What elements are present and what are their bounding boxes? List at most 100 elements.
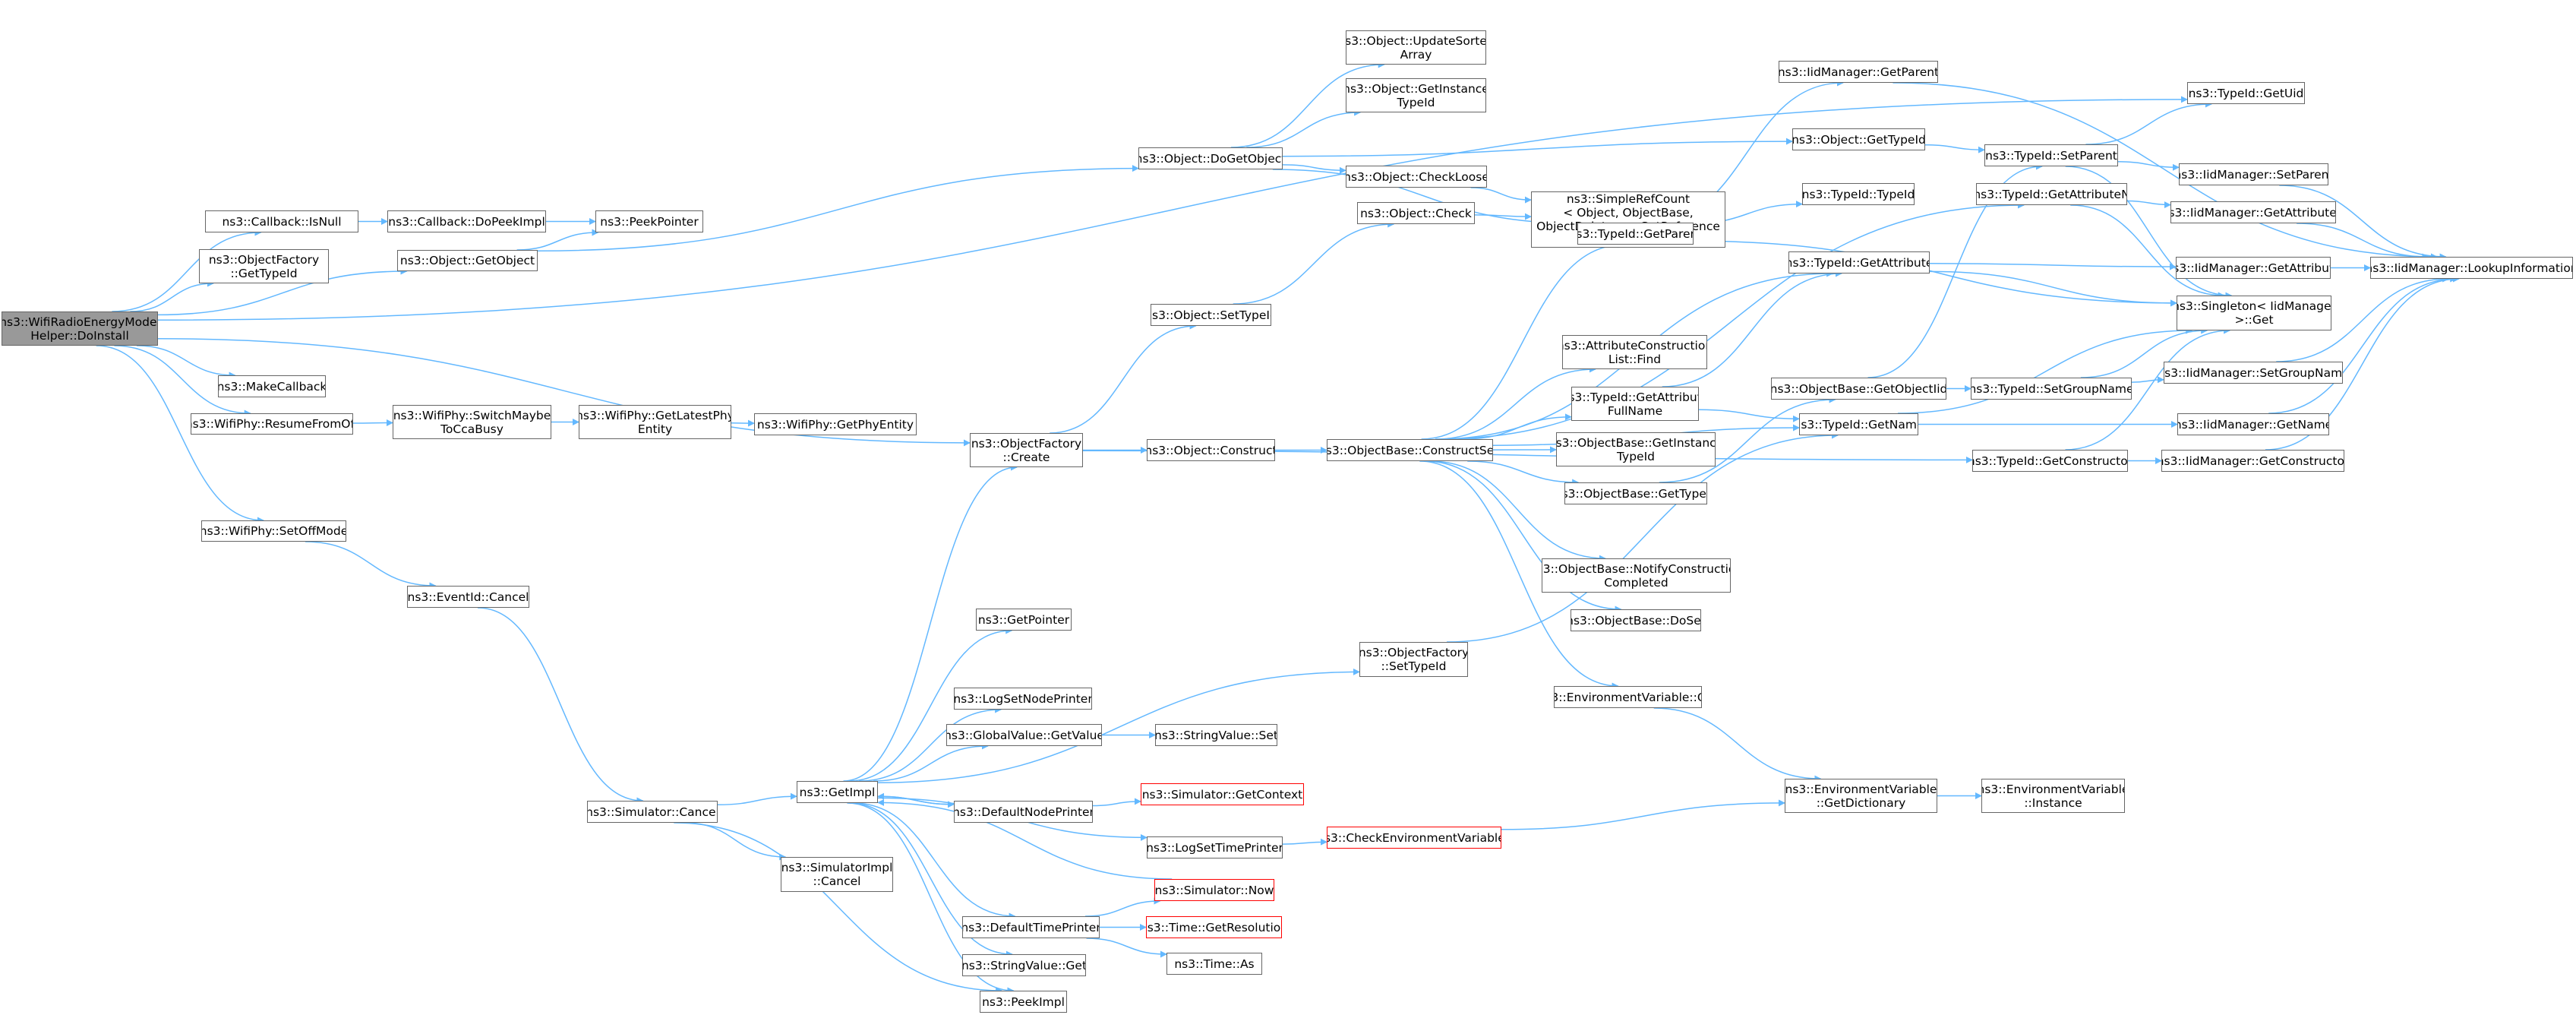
function-node-resumefromoff[interactable]: ns3::WifiPhy::ResumeFromOff — [191, 413, 353, 435]
function-node-ob-getobjectiid[interactable]: ns3::ObjectBase::GetObjectIid — [1771, 378, 1946, 400]
function-node-tid-getattributen[interactable]: ns3::TypeId::GetAttributeN — [1976, 183, 2127, 205]
function-node-stringvalue-get[interactable]: ns3::StringValue::Get — [962, 954, 1086, 976]
call-edge-ob_getobjectiid-to-tid_setparent — [1867, 163, 2043, 378]
function-node-eventid-cancel[interactable]: ns3::EventId::Cancel — [407, 586, 529, 608]
call-edge-constructself-to-ob_doset — [1424, 460, 1622, 613]
function-node-label: ns3::IidManager::GetAttributeN — [2170, 205, 2336, 220]
call-edge-defaultnodeprinter-to-sim_getcontext — [1092, 798, 1141, 807]
function-node-iid-setparent[interactable]: ns3::IidManager::SetParent — [2179, 163, 2328, 185]
function-node-makecallback[interactable]: ns3::MakeCallback — [218, 375, 326, 397]
function-node-label: ::GetDictionary — [1816, 795, 1906, 810]
function-node-iid-getattributen[interactable]: ns3::IidManager::GetAttributeN — [2170, 201, 2336, 223]
function-node-dopeekimpl[interactable]: ns3::Callback::DoPeekImpl — [387, 210, 546, 232]
call-edge-iid_setparent-to-iid_lookup — [2279, 185, 2447, 261]
function-node-peekimpl[interactable]: ns3::PeekImpl — [980, 991, 1067, 1013]
function-node-simimpl-cancel[interactable]: ns3::SimulatorImpl::Cancel — [781, 857, 893, 892]
call-edge-constructself-to-tid_getattributen — [1437, 201, 2025, 440]
function-node-label: ns3::Object::Check — [1360, 206, 1472, 220]
function-node-envvar-get[interactable]: ns3::EnvironmentVariable::Get — [1554, 686, 1702, 708]
function-node-iid-getattribute[interactable]: ns3::IidManager::GetAttribute — [2176, 257, 2331, 279]
function-node-logsettimeprinter[interactable]: ns3::LogSetTimePrinter — [1147, 836, 1283, 858]
call-edge-resumefromoff-to-switchmaybe — [352, 419, 393, 427]
call-edge-tid_getattributen-to-iid_getattributen — [2126, 200, 2171, 209]
function-node-sim-cancel[interactable]: ns3::Simulator::Cancel — [587, 801, 718, 823]
function-node-label: ns3::TypeId::SetParent — [1985, 148, 2117, 163]
function-node-ob-doset[interactable]: ns3::ObjectBase::DoSet — [1571, 609, 1701, 631]
function-node-tid-setgroupname[interactable]: ns3::TypeId::SetGroupName — [1971, 378, 2132, 400]
function-node-tid-getuid[interactable]: ns3::TypeId::GetUid — [2187, 82, 2305, 104]
function-node-getpointer[interactable]: ns3::GetPointer — [976, 609, 1072, 631]
function-node-sim-getcontext[interactable]: ns3::Simulator::GetContext — [1141, 783, 1304, 805]
call-edge-constructself-to-tid_getparent — [1421, 241, 1625, 440]
function-node-of-settypeid[interactable]: ns3::ObjectFactory::SetTypeId — [1359, 642, 1468, 677]
function-node-tid-getconstructor[interactable]: ns3::TypeId::GetConstructor — [1972, 450, 2128, 472]
call-edge-obj_getobject-to-peekpointer — [516, 229, 599, 251]
call-edge-constructself-to-ob_gettypeid — [1467, 460, 1580, 486]
call-edge-iid_getname-to-iid_lookup — [2268, 275, 2458, 414]
function-node-envvar-instance[interactable]: ns3::EnvironmentVariable::Instance — [1981, 779, 2125, 813]
function-node-iid-getparent[interactable]: ns3::IidManager::GetParent — [1779, 61, 1938, 83]
function-node-label: ns3::IidManager::SetParent — [2179, 167, 2328, 182]
call-edge-getimpl-to-peekimpl — [847, 802, 1015, 994]
function-node-ob-notify[interactable]: ns3::ObjectBase::NotifyConstructionCompl… — [1542, 558, 1731, 593]
function-node-of-gettypeid[interactable]: ns3::ObjectFactory::GetTypeId — [199, 249, 329, 283]
function-node-sim-now[interactable]: ns3::Simulator::Now — [1154, 879, 1274, 901]
function-node-label: ns3::Simulator::Cancel — [587, 805, 718, 819]
function-node-peekpointer[interactable]: ns3::PeekPointer — [595, 210, 703, 232]
function-node-obj-construct[interactable]: ns3::Object::Construct — [1147, 439, 1275, 461]
function-node-defaulttimeprinter[interactable]: ns3::DefaultTimePrinter — [962, 916, 1100, 938]
call-edge-tid_getconstructor-to-singleton_get — [2065, 327, 2231, 451]
call-edge-dogetobject-to-getinstancetypeid — [1246, 109, 1362, 148]
function-node-iid-getconstructor[interactable]: ns3::IidManager::GetConstructor — [2161, 450, 2344, 472]
function-node-getphyentity[interactable]: ns3::WifiPhy::GetPhyEntity — [754, 413, 917, 435]
function-node-label: ns3::EnvironmentVariable — [1785, 782, 1937, 796]
function-node-stringvalue-set[interactable]: ns3::StringValue::Set — [1155, 724, 1277, 746]
function-node-setoffmode[interactable]: ns3::WifiPhy::SetOffMode — [201, 520, 346, 542]
function-node-gv-getvalue[interactable]: ns3::GlobalValue::GetValue — [946, 724, 1102, 746]
call-edge-dogetobject-to-tid_getparent — [1272, 169, 1578, 227]
call-edge-getimpl-to-of_settypeid — [877, 668, 1360, 783]
function-node-isnull[interactable]: ns3::Callback::IsNull — [205, 210, 358, 232]
function-node-ob-gettypeid[interactable]: ns3::ObjectBase::GetTypeId — [1564, 482, 1707, 504]
function-node-time-getres[interactable]: ns3::Time::GetResolution — [1146, 916, 1282, 938]
function-node-checkenv[interactable]: ns3::CheckEnvironmentVariables — [1327, 827, 1501, 849]
function-node-label: ns3::Object::SetTypeId — [1151, 308, 1271, 322]
function-node-obj-gettypeid[interactable]: ns3::Object::GetTypeId — [1792, 128, 1925, 150]
function-node-iid-setgroupname[interactable]: ns3::IidManager::SetGroupName — [2164, 362, 2343, 384]
function-node-logsetnodeprinter[interactable]: ns3::LogSetNodePrinter — [954, 688, 1092, 710]
function-node-checkloose[interactable]: ns3::Object::CheckLoose — [1346, 166, 1487, 188]
call-edge-getattrfullname-to-tid_getattribute — [1662, 270, 1842, 387]
function-node-obj-settypeid[interactable]: ns3::Object::SetTypeId — [1151, 304, 1271, 326]
function-node-tid-typeid[interactable]: ns3::TypeId::TypeId — [1802, 183, 1915, 205]
call-edge-obj_gettypeid-to-tid_setparent — [1924, 144, 1985, 153]
function-node-label: ns3::Singleton< IidManager — [2177, 299, 2331, 313]
function-node-obj-check[interactable]: ns3::Object::Check — [1357, 202, 1475, 224]
function-node-iid-getname[interactable]: ns3::IidManager::GetName — [2177, 413, 2329, 435]
function-node-defaultnodeprinter[interactable]: ns3::DefaultNodePrinter — [954, 801, 1093, 823]
function-node-obj-getobject[interactable]: ns3::Object::GetObject — [397, 250, 538, 271]
function-node-of-create[interactable]: ns3::ObjectFactory::Create — [970, 433, 1083, 467]
function-node-constructself[interactable]: ns3::ObjectBase::ConstructSelf — [1327, 439, 1493, 461]
call-edge-ob_gettypeid-to-ob_getobjectiid — [1659, 396, 1836, 483]
function-node-envvar-getdict[interactable]: ns3::EnvironmentVariable::GetDictionary — [1785, 779, 1937, 813]
function-node-iid-lookup[interactable]: ns3::IidManager::LookupInformation — [2370, 257, 2573, 279]
function-node-label: ::Cancel — [813, 874, 861, 888]
function-node-tid-getattribute[interactable]: ns3::TypeId::GetAttribute — [1788, 251, 1930, 274]
function-node-label: ns3::ObjectBase::ConstructSelf — [1327, 443, 1493, 457]
function-node-getattrfullname[interactable]: ns3::TypeId::GetAttributeFullName — [1571, 387, 1699, 421]
function-node-singleton-get[interactable]: ns3::Singleton< IidManager>::Get — [2177, 296, 2331, 330]
function-node-tid-getname[interactable]: ns3::TypeId::GetName — [1799, 413, 1918, 435]
function-node-tid-getparent[interactable]: ns3::TypeId::GetParent — [1577, 223, 1694, 245]
function-node-time-as[interactable]: ns3::Time::As — [1166, 953, 1262, 975]
function-node-tid-setparent[interactable]: ns3::TypeId::SetParent — [1984, 144, 2118, 166]
function-node-dogetobject[interactable]: ns3::Object::DoGetObject — [1138, 147, 1283, 169]
call-edge-root-to-obj_getobject — [157, 267, 408, 316]
function-node-getimpl[interactable]: ns3::GetImpl — [797, 781, 878, 803]
